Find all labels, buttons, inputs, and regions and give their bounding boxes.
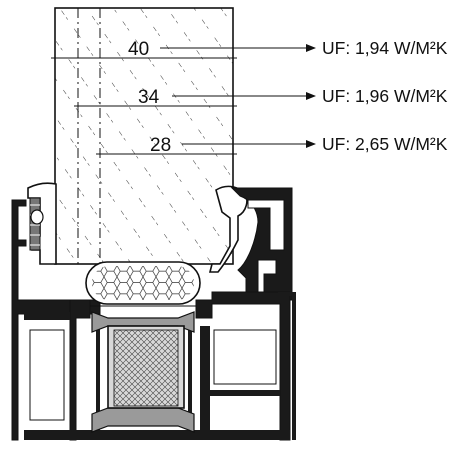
dimension-value-28: 28: [150, 135, 171, 156]
leader-arrows: [160, 44, 316, 148]
glass-pane: [54, 7, 234, 265]
uf-label-2: UF: 1,96 W/M²K: [322, 86, 448, 106]
left-glazing-gasket: [27, 182, 57, 265]
dimension-lines: [51, 54, 237, 158]
thermal-break-strips: [91, 311, 195, 433]
insulation-core: [107, 325, 185, 409]
setting-block: [85, 261, 201, 305]
frame-profile-body: [24, 291, 296, 441]
dimension-value-40: 40: [128, 39, 149, 60]
uf-label-1: UF: 1,94 W/M²K: [322, 38, 448, 58]
dimension-value-34: 34: [138, 87, 160, 108]
uf-label-3: UF: 2,65 W/M²K: [322, 134, 448, 154]
left-frame-profile: [11, 199, 101, 441]
right-glazing-bead: [208, 185, 293, 301]
